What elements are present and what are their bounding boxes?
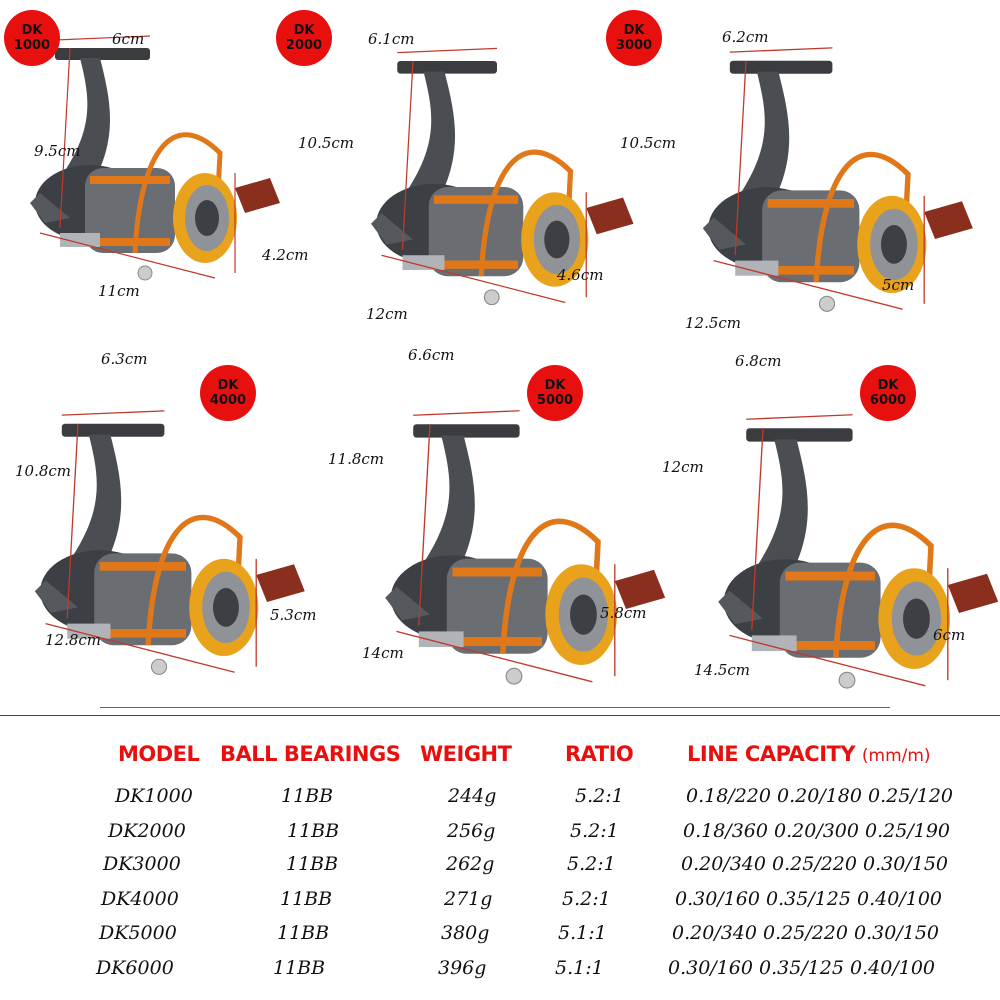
dimension-height: 12cm	[662, 458, 704, 476]
reel-card	[666, 345, 999, 690]
cell-bearings: 11BB	[286, 853, 339, 875]
dimension-top: 6.1cm	[368, 30, 415, 48]
model-badge-number: 6000	[869, 393, 907, 408]
dimension-length: 12.5cm	[685, 314, 742, 332]
model-badge-number: 5000	[536, 393, 574, 408]
dimension-length: 14.5cm	[694, 661, 751, 679]
cell-model: DK2000	[108, 820, 186, 842]
model-badge-prefix: DK	[293, 23, 315, 38]
reel-card	[333, 0, 666, 345]
cell-weight: 256g	[447, 820, 496, 842]
header-line-capacity-unit: (mm/m)	[861, 746, 931, 766]
model-badge-prefix: DK	[21, 23, 43, 38]
dimension-length: 12cm	[366, 305, 408, 323]
cell-capacity: 0.20/340 0.25/220 0.30/150	[672, 922, 939, 944]
dimension-height: 11.8cm	[328, 450, 385, 468]
cell-model: DK5000	[99, 922, 177, 944]
dimension-top: 6.3cm	[101, 350, 148, 368]
dimension-spool: 4.6cm	[557, 266, 604, 284]
table-row: DK1000 11BB 244g 5.2:1 0.18/220 0.20/180 0.2…	[0, 785, 1000, 817]
dimension-top: 6.8cm	[735, 352, 782, 370]
reel-card	[333, 345, 666, 690]
cell-model: DK6000	[96, 957, 174, 979]
header-ball-bearings: BALL BEARINGS	[220, 742, 401, 766]
table-row: DK2000 11BB 256g 5.2:1 0.18/360 0.20/300 0.2…	[0, 820, 1000, 852]
dimension-length: 11cm	[98, 282, 140, 300]
cell-bearings: 11BB	[287, 820, 340, 842]
header-ratio: RATIO	[565, 742, 634, 766]
reel-card	[0, 0, 333, 345]
dimension-height: 10.5cm	[620, 134, 677, 152]
table-row: DK5000 11BB 380g 5.1:1 0.20/340 0.25/220 0.3…	[0, 922, 1000, 954]
cell-capacity: 0.18/360 0.20/300 0.25/190	[683, 820, 950, 842]
cell-weight: 396g	[438, 957, 487, 979]
dimension-height: 10.5cm	[298, 134, 355, 152]
dimension-length: 14cm	[362, 644, 404, 662]
table-row: DK3000 11BB 262g 5.2:1 0.20/340 0.25/220 0.3…	[0, 853, 1000, 885]
header-line-capacity-label: LINE CAPACITY	[687, 742, 856, 766]
model-badge-number: 2000	[285, 38, 323, 53]
cell-weight: 380g	[441, 922, 490, 944]
dimension-height: 9.5cm	[34, 142, 81, 160]
header-model: MODEL	[118, 742, 200, 766]
reel-card	[666, 0, 999, 345]
cell-ratio: 5.1:1	[558, 922, 607, 944]
dimension-spool: 5cm	[882, 276, 915, 294]
fishing-reel-illustration	[718, 414, 999, 689]
model-badge-prefix: DK	[877, 378, 899, 393]
header-weight: WEIGHT	[420, 742, 512, 766]
cell-ratio: 5.2:1	[575, 785, 624, 807]
cell-bearings: 11BB	[281, 785, 334, 807]
dimension-top: 6cm	[112, 30, 145, 48]
cell-ratio: 5.1:1	[555, 957, 604, 979]
fishing-reel-illustration	[34, 410, 305, 675]
dimension-spool: 6cm	[933, 626, 966, 644]
cell-bearings: 11BB	[273, 957, 326, 979]
cell-capacity: 0.30/160 0.35/125 0.40/100	[668, 957, 935, 979]
header-line-capacity: LINE CAPACITY (mm/m)	[687, 742, 931, 766]
cell-model: DK4000	[101, 888, 179, 910]
cell-model: DK1000	[115, 785, 193, 807]
cell-capacity: 0.30/160 0.35/125 0.40/100	[675, 888, 942, 910]
dimension-top: 6.2cm	[722, 28, 769, 46]
fishing-reel-illustration	[30, 35, 280, 281]
fishing-reel-illustration	[702, 47, 973, 312]
table-row: DK4000 11BB 271g 5.2:1 0.30/160 0.35/125 0.4…	[0, 888, 1000, 920]
cell-bearings: 11BB	[280, 888, 333, 910]
fishing-reel-illustration	[385, 410, 666, 685]
model-badge-number: 4000	[209, 393, 247, 408]
cell-bearings: 11BB	[277, 922, 330, 944]
cell-capacity: 0.18/220 0.20/180 0.25/120	[686, 785, 953, 807]
cell-weight: 244g	[448, 785, 497, 807]
divider-line-full	[0, 715, 1000, 716]
divider-line	[100, 707, 890, 708]
cell-model: DK3000	[103, 853, 181, 875]
cell-weight: 271g	[444, 888, 493, 910]
model-badge-number: 3000	[615, 38, 653, 53]
model-badge-prefix: DK	[217, 378, 239, 393]
cell-ratio: 5.2:1	[562, 888, 611, 910]
dimension-spool: 4.2cm	[262, 246, 309, 264]
model-badge-prefix: DK	[623, 23, 645, 38]
cell-weight: 262g	[446, 853, 495, 875]
table-row: DK6000 11BB 396g 5.1:1 0.30/160 0.35/125 0.4…	[0, 957, 1000, 989]
dimension-spool: 5.3cm	[270, 606, 317, 624]
fishing-reel-illustration	[371, 47, 634, 306]
dimension-length: 12.8cm	[45, 631, 102, 649]
model-badge-prefix: DK	[544, 378, 566, 393]
dimension-top: 6.6cm	[408, 346, 455, 364]
dimension-height: 10.8cm	[15, 462, 72, 480]
cell-ratio: 5.2:1	[567, 853, 616, 875]
cell-capacity: 0.20/340 0.25/220 0.30/150	[681, 853, 948, 875]
model-badge-number: 1000	[13, 38, 51, 53]
cell-ratio: 5.2:1	[570, 820, 619, 842]
dimension-spool: 5.8cm	[600, 604, 647, 622]
reel-card	[0, 345, 333, 690]
